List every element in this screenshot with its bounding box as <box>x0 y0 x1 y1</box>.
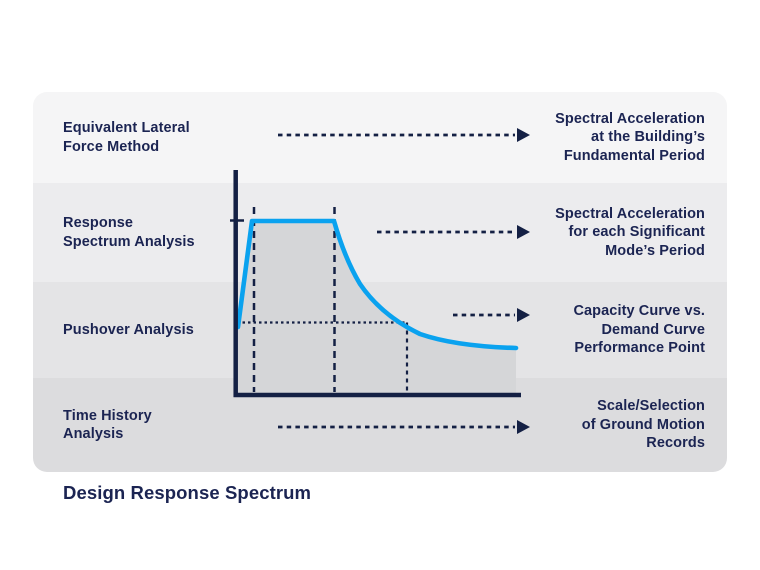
row-time-history-analysis: Time History Analysis Scale/Selection of… <box>33 378 727 472</box>
method-label-pushover: Pushover Analysis <box>63 321 194 338</box>
output-label-ground-motion-records: Scale/Selection of Ground Motion Records <box>581 398 705 452</box>
output-label-capacity-demand: Capacity Curve vs. Demand Curve Performa… <box>573 303 705 357</box>
method-label-response-spectrum: Response Spectrum Analysis <box>63 215 195 250</box>
row-response-spectrum-analysis: Response Spectrum Analysis Spectral Acce… <box>33 183 727 282</box>
page-title: Design Response Spectrum <box>63 482 312 503</box>
method-label-time-history: Time History Analysis <box>63 407 152 442</box>
row-pushover-analysis: Pushover Analysis Capacity Curve vs. Dem… <box>33 282 727 378</box>
rows-container: Equivalent Lateral Force Method Spectral… <box>33 92 727 472</box>
output-label-spectral-acceleration-modes: Spectral Acceleration for each Significa… <box>555 205 705 259</box>
row-equivalent-lateral-force: Equivalent Lateral Force Method Spectral… <box>33 92 727 183</box>
output-label-spectral-acceleration-fundamental: Spectral Acceleration at the Building’s … <box>555 110 705 164</box>
method-label-equivalent-lateral-force: Equivalent Lateral Force Method <box>63 120 190 155</box>
